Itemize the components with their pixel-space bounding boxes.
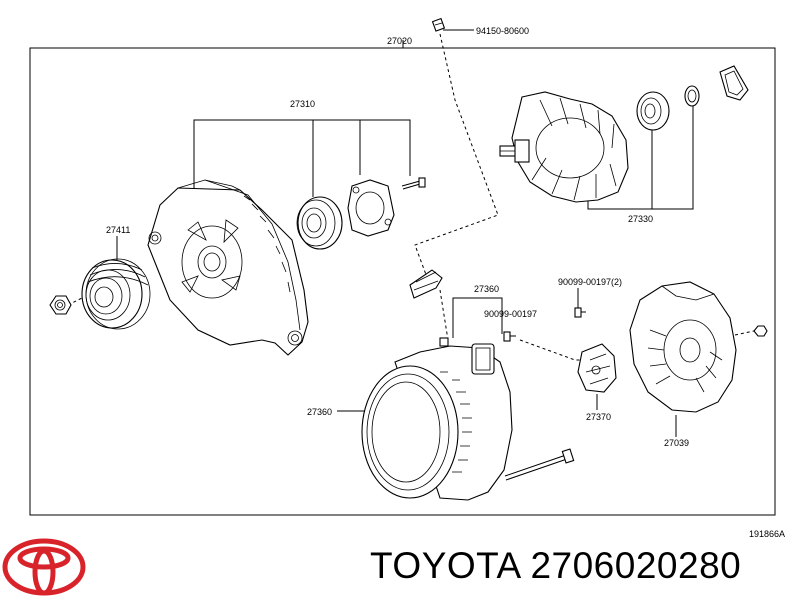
o-ring-icon: [684, 85, 700, 107]
label-94150-80600: 94150-80600: [476, 26, 529, 36]
part-number: 2706020280: [530, 545, 742, 586]
label-27360-upper: 27360: [474, 284, 499, 294]
insulator-icon: [409, 269, 443, 299]
rotor-bearing-icon: [636, 91, 670, 131]
leader-lines: [116, 29, 694, 437]
nut-icon: [49, 295, 72, 315]
rear-cover-27039-icon: [629, 281, 768, 413]
label-90099-00197-2: 90099-00197(2): [558, 277, 622, 287]
bolt-90099-b-icon: [503, 331, 516, 342]
bolt-90099-a-icon: [574, 307, 586, 318]
toyota-logo-icon: [2, 538, 86, 596]
bearing-clip-icon: [719, 65, 749, 101]
illustration-code: 191866A: [749, 529, 786, 539]
stator-27360-icon: [361, 337, 513, 501]
label-27360-lower: 27360: [307, 407, 332, 417]
label-27039: 27039: [664, 438, 689, 448]
regulator-27370-icon: [577, 343, 617, 393]
screw-frame-icon: [401, 177, 426, 190]
pulley-27411-icon: [81, 258, 151, 330]
label-27020: 27020: [387, 36, 412, 46]
bearing-icon: [296, 196, 343, 250]
label-27411: 27411: [106, 225, 130, 235]
front-frame-27310-icon: [147, 179, 309, 356]
rotor-27330-icon: [499, 91, 629, 203]
label-27310: 27310: [290, 99, 315, 109]
label-90099-00197: 90099-00197: [484, 309, 537, 319]
brand-name: TOYOTA: [370, 545, 520, 586]
label-27370: 27370: [586, 412, 611, 422]
screw-94150-icon: [431, 17, 446, 32]
label-27330: 27330: [628, 214, 653, 224]
long-bolt-icon: [504, 448, 575, 481]
retainer-plate-icon: [347, 179, 395, 237]
brand-part-number: TOYOTA 2706020280: [370, 545, 741, 587]
